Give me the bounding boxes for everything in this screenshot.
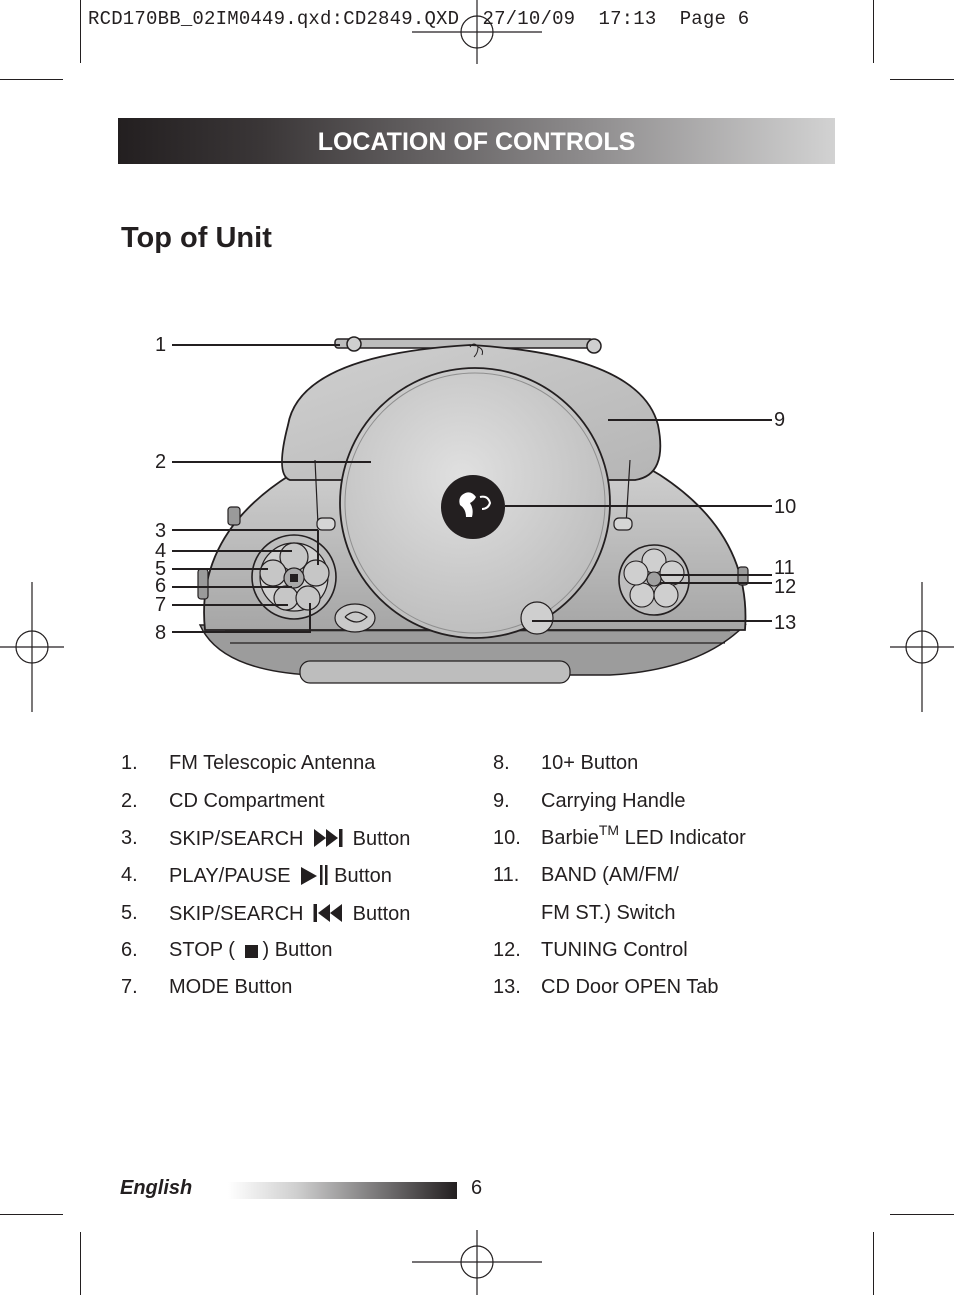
footer-gradient-bar: [228, 1182, 457, 1199]
banner-title: LOCATION OF CONTROLS: [317, 128, 636, 156]
skip-back-icon: [313, 904, 343, 922]
skip-forward-icon: [314, 829, 343, 847]
crop-mark: [873, 1232, 874, 1295]
callout-12: 12: [774, 576, 797, 598]
callout-9: 9: [774, 409, 786, 431]
unit-top-diagram: [172, 336, 772, 684]
crop-mark: [0, 79, 63, 80]
registration-mark-right: [890, 582, 954, 712]
play-pause-icon: [301, 865, 328, 885]
crop-mark: [873, 0, 874, 63]
callout-6: 6: [155, 575, 167, 597]
callout-8: 8: [155, 622, 167, 644]
crop-mark: [0, 1214, 63, 1215]
print-slug: RCD170BB_02IM0449.qxd:CD2849.QXD 27/10/0…: [88, 8, 750, 30]
crop-mark: [890, 1214, 954, 1215]
registration-mark-left: [0, 582, 64, 712]
crop-mark: [80, 1232, 81, 1295]
page-number: 6: [471, 1177, 483, 1199]
registration-mark-bottom: [412, 1230, 542, 1295]
callout-4: 4: [155, 540, 167, 562]
crop-mark: [890, 79, 954, 80]
callout-3: 3: [155, 520, 167, 542]
registration-mark-top: [412, 0, 542, 64]
callout-11: 11: [774, 557, 795, 579]
callout-5: 5: [155, 558, 167, 580]
crop-mark: [80, 0, 81, 63]
page-title: Top of Unit: [121, 222, 272, 254]
callout-13: 13: [774, 612, 797, 634]
callout-7: 7: [155, 594, 167, 616]
callout-1: 1: [155, 334, 167, 356]
section-banner: LOCATION OF CONTROLS: [118, 118, 835, 164]
footer-language: English: [120, 1177, 193, 1199]
callout-2: 2: [155, 451, 167, 473]
stop-icon: [244, 945, 258, 958]
callout-10: 10: [774, 496, 797, 518]
